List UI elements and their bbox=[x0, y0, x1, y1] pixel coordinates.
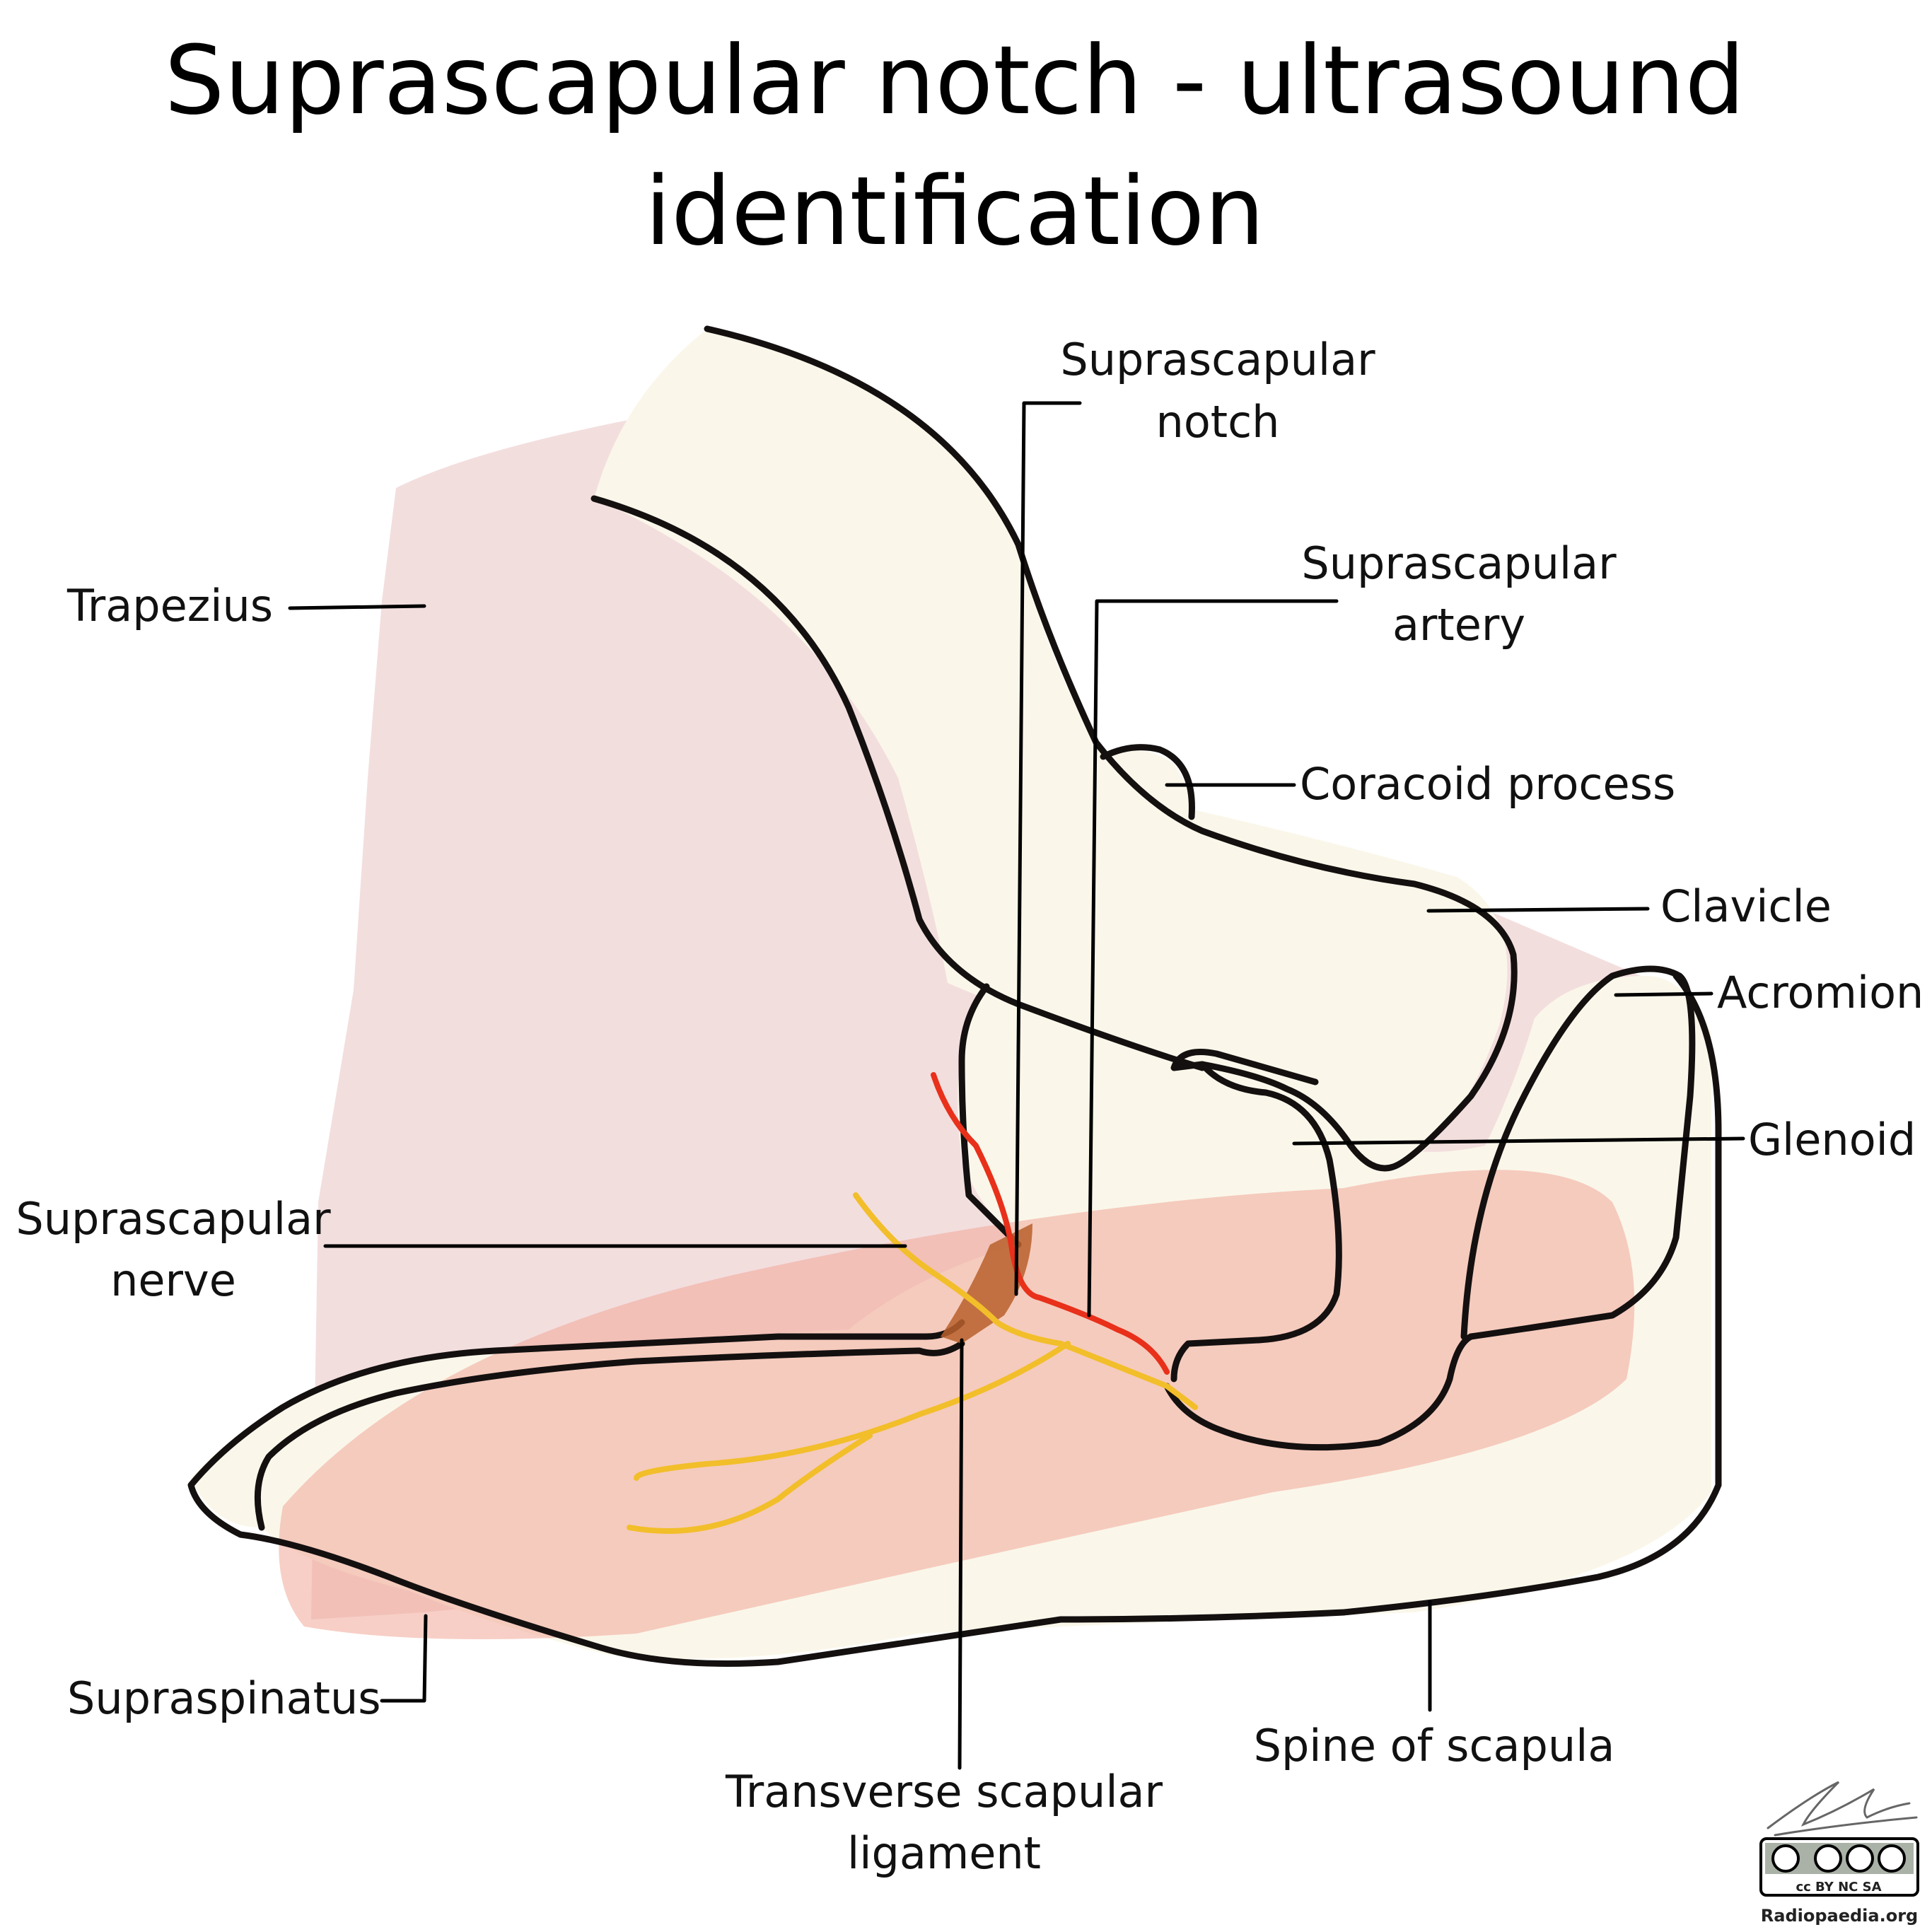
label-suprascapular-notch-line1: Suprascapular bbox=[1060, 334, 1375, 385]
leader-glenoid bbox=[1292, 1136, 1745, 1146]
label-clavicle: Clavicle bbox=[1660, 880, 1832, 932]
label-suprascapular-artery-line1: Suprascapular bbox=[1301, 537, 1617, 589]
label-trapezius: Trapezius bbox=[66, 580, 273, 632]
by-icon bbox=[1814, 1844, 1842, 1873]
cc-icon bbox=[1771, 1844, 1800, 1873]
leader-supraspinatus bbox=[380, 1614, 428, 1703]
clavicle-lower-outline bbox=[590, 495, 1206, 1071]
label-glenoid: Glenoid bbox=[1748, 1114, 1916, 1165]
label-transverse-scapular-ligament-line1: Transverse scapular bbox=[725, 1766, 1163, 1817]
author-signature bbox=[1767, 1781, 1918, 1837]
leader-transverse-scapular-ligament bbox=[958, 1338, 964, 1770]
leader-suprascapular-artery bbox=[1087, 599, 1339, 1317]
label-supraspinatus: Supraspinatus bbox=[67, 1672, 381, 1724]
license-badge-text: cc BY NC SA bbox=[1796, 1880, 1881, 1895]
title-line-2: identification bbox=[645, 156, 1264, 267]
scapula-inner-outline bbox=[254, 1340, 965, 1531]
nc-icon bbox=[1846, 1844, 1874, 1873]
coracoid-outline bbox=[1100, 744, 1195, 820]
nerve-branch-upper bbox=[634, 1341, 1071, 1481]
leader-acromion bbox=[1614, 991, 1713, 997]
label-coracoid-process: Coracoid process bbox=[1300, 758, 1675, 810]
sa-icon bbox=[1878, 1844, 1906, 1873]
clavicle-fill bbox=[594, 329, 1508, 1174]
transverse-scapular-ligament bbox=[941, 1223, 1032, 1344]
label-suprascapular-artery-line2: artery bbox=[1392, 599, 1525, 651]
supraspinatus-region bbox=[279, 1170, 1635, 1639]
leader-suprascapular-notch bbox=[1014, 401, 1082, 1296]
label-transverse-scapular-ligament-line2: ligament bbox=[847, 1827, 1041, 1879]
label-suprascapular-nerve-line1: Suprascapular bbox=[16, 1193, 331, 1245]
label-suprascapular-notch-line2: notch bbox=[1156, 396, 1280, 448]
clavicle-outline bbox=[704, 325, 1518, 1172]
label-acromion: Acromion bbox=[1717, 967, 1924, 1018]
nerve-branch-lower bbox=[627, 1433, 873, 1534]
license-site: Radiopaedia.org bbox=[1761, 1906, 1918, 1926]
title-line-1: Suprascapular notch - ultrasound bbox=[164, 25, 1745, 136]
scapula-spine-outline bbox=[187, 972, 1722, 1667]
leader-clavicle bbox=[1426, 907, 1650, 913]
label-suprascapular-nerve-line2: nerve bbox=[110, 1255, 236, 1306]
glenoid-floor-outline bbox=[1163, 1333, 1474, 1451]
notch-outline bbox=[958, 983, 1022, 1248]
glenoid-outline bbox=[1170, 1061, 1342, 1383]
label-spine-of-scapula: Spine of scapula bbox=[1254, 1720, 1615, 1771]
license-badge: cc BY NC SA bbox=[1759, 1837, 1919, 1897]
suprascapular-nerve bbox=[853, 1192, 1198, 1410]
leader-trapezius bbox=[288, 604, 426, 610]
